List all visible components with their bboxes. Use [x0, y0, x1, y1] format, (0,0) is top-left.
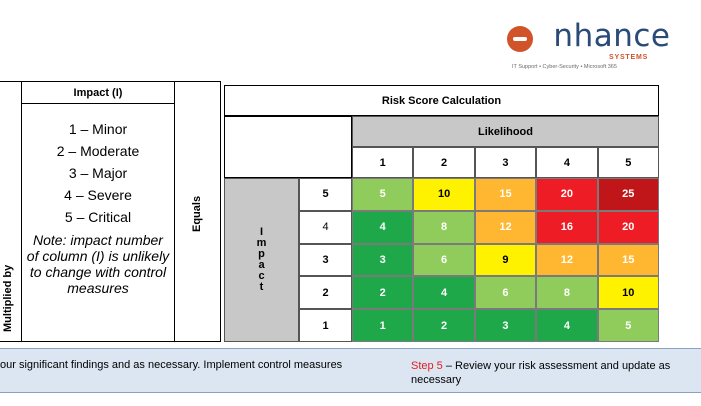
- step5-block: Step 5 – Review your risk assessment and…: [411, 359, 671, 387]
- impact-letter: t: [259, 281, 264, 293]
- logo-e-mark: [507, 26, 533, 52]
- impact-note: Note: impact number of column (I) is unl…: [26, 232, 170, 296]
- risk-score-cell: 4: [352, 210, 414, 244]
- logo-tagline: IT Support • Cyber-Security • Microsoft …: [512, 64, 617, 70]
- likelihood-value: 2: [413, 147, 475, 178]
- risk-score-cell: 20: [536, 178, 598, 211]
- risk-score-cell: 6: [474, 276, 537, 310]
- impact-item: 3 – Major: [68, 165, 128, 181]
- impact-letter: p: [258, 248, 265, 260]
- risk-score-cell: 10: [597, 276, 659, 310]
- impact-header: Impact (I): [22, 82, 174, 104]
- logo-word: nhance: [553, 18, 671, 54]
- risk-score-cell: 6: [413, 243, 475, 277]
- impact-value: 5: [299, 178, 352, 211]
- risk-score-cell: 4: [413, 276, 475, 310]
- risk-score-cell: 8: [413, 210, 475, 244]
- equals-column: Equals: [175, 81, 221, 342]
- risk-score-cell: 15: [474, 178, 537, 211]
- impact-value: 1: [299, 309, 352, 342]
- step5-label: Step 5: [411, 360, 443, 372]
- step4-text: our significant findings and as necessar…: [0, 359, 343, 371]
- logo-systems: SYSTEMS: [609, 54, 649, 61]
- risk-score-cell: 9: [474, 243, 537, 277]
- impact-item: 1 – Minor: [68, 121, 128, 137]
- company-logo: nhance SYSTEMS IT Support • Cyber-Securi…: [507, 18, 670, 70]
- risk-score-title: Risk Score Calculation: [224, 85, 659, 116]
- impact-value: 2: [299, 276, 352, 310]
- steps-bar: our significant findings and as necessar…: [0, 348, 701, 393]
- likelihood-value: 1: [352, 147, 414, 178]
- risk-score-cell: 8: [536, 276, 598, 310]
- step5-text: – Review your risk assessment and update…: [411, 360, 671, 386]
- impact-list: 1 – Minor 2 – Moderate 3 – Major 4 – Sev…: [22, 104, 174, 228]
- risk-score-cell: 2: [352, 276, 414, 310]
- multiplied-by-label: Multiplied by: [2, 264, 14, 332]
- risk-score-cell: 12: [536, 243, 598, 277]
- risk-score-cell: 4: [536, 309, 598, 342]
- risk-score-cell: 10: [413, 178, 475, 211]
- equals-label: Equals: [191, 195, 203, 232]
- impact-letter: a: [258, 259, 265, 271]
- risk-score-cell: 2: [413, 309, 475, 342]
- risk-score-cell: 5: [597, 309, 659, 342]
- impact-item: 4 – Severe: [64, 187, 132, 203]
- likelihood-value: 3: [474, 147, 537, 178]
- impact-letter: m: [256, 237, 267, 249]
- likelihood-value: 4: [536, 147, 598, 178]
- risk-score-cell: 3: [474, 309, 537, 342]
- risk-score-cell: 12: [474, 210, 537, 244]
- impact-letter: c: [258, 270, 265, 282]
- risk-score-cell: 1: [352, 309, 414, 342]
- impact-value: 4: [299, 210, 352, 244]
- likelihood-value: 5: [597, 147, 659, 178]
- multiplied-by-column: Multiplied by: [0, 81, 22, 342]
- impact-column: Impact (I) 1 – Minor 2 – Moderate 3 – Ma…: [22, 81, 175, 342]
- risk-score-cell: 25: [597, 178, 659, 211]
- risk-score-cell: 20: [597, 210, 659, 244]
- impact-letter: I: [259, 226, 264, 238]
- impact-item: 2 – Moderate: [56, 143, 140, 159]
- matrix-corner: [224, 116, 352, 178]
- risk-score-cell: 3: [352, 243, 414, 277]
- impact-value: 3: [299, 243, 352, 277]
- risk-score-cell: 5: [352, 178, 414, 211]
- likelihood-header: Likelihood: [352, 116, 659, 147]
- risk-score-cell: 16: [536, 210, 598, 244]
- impact-item: 5 – Critical: [64, 209, 132, 225]
- risk-score-cell: 15: [597, 243, 659, 277]
